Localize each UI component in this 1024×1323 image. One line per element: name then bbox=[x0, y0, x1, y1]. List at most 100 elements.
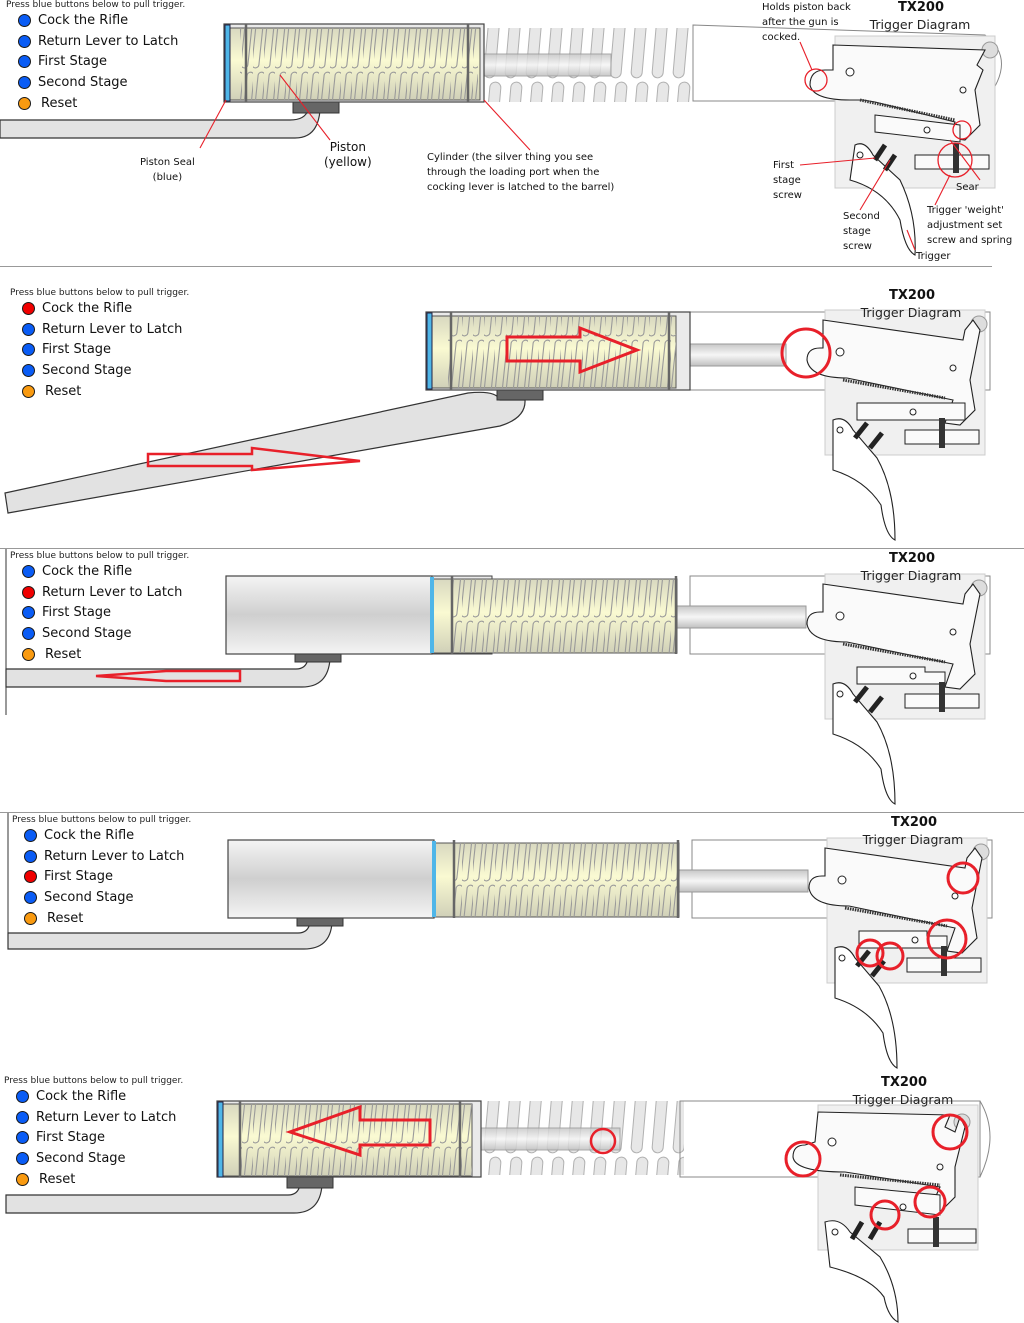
mechanism-diagram bbox=[4, 309, 991, 541]
trigger-assembly bbox=[806, 309, 988, 541]
second-stage-button[interactable]: Second Stage bbox=[4, 1148, 183, 1169]
status-dot-icon bbox=[16, 1089, 29, 1103]
status-dot-icon bbox=[18, 55, 31, 69]
label-second-stage-screw: Second stage screw bbox=[843, 211, 880, 252]
instruction-text: Press blue buttons below to pull trigger… bbox=[10, 551, 190, 561]
arrow-right-icon bbox=[505, 325, 642, 375]
trigger-subtitle: Trigger Diagram bbox=[869, 17, 971, 32]
divider bbox=[0, 812, 1024, 813]
arrow-right-icon bbox=[146, 446, 361, 472]
trigger-title: TX200 bbox=[880, 1075, 928, 1090]
trigger-subtitle: Trigger Diagram bbox=[862, 832, 964, 847]
lever-shoe bbox=[292, 100, 340, 114]
return-lever-button[interactable]: Return Lever to Latch bbox=[10, 319, 189, 340]
leader-lines bbox=[199, 41, 981, 251]
second-stage-button[interactable]: Second Stage bbox=[10, 360, 189, 381]
lever-shoe bbox=[286, 1175, 334, 1189]
panel-first-stage: Press blue buttons below to pull trigger… bbox=[0, 813, 1024, 1073]
cocking-lever bbox=[0, 109, 321, 139]
trigger-assembly bbox=[806, 573, 988, 805]
second-stage-button[interactable]: Second Stage bbox=[6, 72, 185, 93]
status-dot-icon bbox=[24, 870, 37, 884]
instruction-text: Press blue buttons below to pull trigger… bbox=[12, 815, 192, 825]
second-stage-highlight bbox=[869, 1199, 901, 1231]
status-dot-icon bbox=[22, 585, 35, 599]
button-list: Press blue buttons below to pull trigger… bbox=[6, 0, 185, 114]
status-dot-icon bbox=[22, 343, 35, 357]
status-dot-icon bbox=[18, 76, 31, 90]
first-stage-button[interactable]: First Stage bbox=[6, 52, 185, 73]
mechanism-diagram bbox=[7, 813, 993, 1069]
instruction-text: Press blue buttons below to pull trigger… bbox=[6, 0, 186, 10]
first-stage-highlight bbox=[855, 938, 885, 968]
status-dot-icon bbox=[22, 322, 35, 336]
label-sear: Sear bbox=[956, 182, 979, 193]
piston-seal bbox=[432, 841, 436, 917]
status-dot-icon bbox=[22, 364, 35, 378]
trigger-title: TX200 bbox=[890, 815, 938, 830]
reset-button[interactable]: Reset bbox=[12, 908, 191, 929]
label-first-stage-screw: First stage screw bbox=[773, 160, 802, 201]
cocking-lever bbox=[4, 391, 526, 514]
latch-highlight bbox=[804, 68, 828, 92]
first-stage-button[interactable]: First Stage bbox=[12, 867, 191, 888]
piston-seal bbox=[430, 577, 434, 653]
cock-rifle-button[interactable]: Cock the Rifle bbox=[12, 825, 191, 846]
piston-rod bbox=[675, 343, 787, 367]
status-dot-icon bbox=[18, 34, 31, 48]
piston-seal bbox=[217, 1101, 224, 1178]
trigger-subtitle: Trigger Diagram bbox=[860, 305, 962, 320]
mechanism-diagram bbox=[5, 1100, 991, 1323]
status-dot-icon bbox=[18, 13, 31, 27]
status-dot-icon bbox=[24, 912, 37, 926]
cock-rifle-button[interactable]: Cock the Rifle bbox=[10, 298, 189, 319]
return-lever-button[interactable]: Return Lever to Latch bbox=[12, 846, 191, 867]
reset-button[interactable]: Reset bbox=[6, 93, 185, 114]
status-dot-icon bbox=[24, 891, 37, 905]
second-stage-button[interactable]: Second Stage bbox=[12, 887, 191, 908]
latch-highlight bbox=[780, 327, 832, 379]
button-list: Press blue buttons below to pull trigger… bbox=[10, 288, 189, 402]
trigger-title: TX200 bbox=[888, 551, 936, 566]
cock-rifle-button[interactable]: Cock the Rifle bbox=[4, 1086, 183, 1107]
cock-rifle-button[interactable]: Cock the Rifle bbox=[10, 561, 189, 582]
trigger-assembly bbox=[792, 1104, 979, 1323]
piston-rod bbox=[677, 869, 809, 893]
return-lever-button[interactable]: Return Lever to Latch bbox=[4, 1107, 183, 1128]
piston-rod bbox=[475, 53, 612, 77]
piston-seal bbox=[224, 24, 231, 102]
label-holds-piston: Holds piston back after the gun is cocke… bbox=[762, 2, 851, 43]
trigger-subtitle: Trigger Diagram bbox=[860, 568, 962, 583]
mechanism-diagram bbox=[0, 23, 1002, 256]
first-stage-button[interactable]: First Stage bbox=[10, 603, 189, 624]
status-dot-icon bbox=[22, 301, 35, 315]
trigger-assembly bbox=[808, 837, 990, 1069]
label-weight-screw: Trigger 'weight' adjustment set screw an… bbox=[927, 205, 1013, 246]
sear-engagement-highlight bbox=[926, 918, 968, 960]
instruction-text: Press blue buttons below to pull trigger… bbox=[4, 1076, 184, 1086]
button-list: Press blue buttons below to pull trigger… bbox=[10, 551, 189, 665]
sear-engagement-highlight bbox=[913, 1185, 947, 1219]
status-dot-icon bbox=[18, 97, 31, 111]
status-dot-icon bbox=[22, 606, 35, 620]
status-dot-icon bbox=[22, 564, 35, 578]
trigger-subtitle: Trigger Diagram bbox=[852, 1092, 954, 1107]
status-dot-icon bbox=[16, 1152, 29, 1166]
reset-button[interactable]: Reset bbox=[10, 644, 189, 665]
button-list: Press blue buttons below to pull trigger… bbox=[4, 1076, 183, 1190]
panel-second-stage: Press blue buttons below to pull trigger… bbox=[0, 1075, 1024, 1323]
first-stage-button[interactable]: First Stage bbox=[10, 340, 189, 361]
reset-button[interactable]: Reset bbox=[4, 1169, 183, 1190]
first-stage-button[interactable]: First Stage bbox=[4, 1128, 183, 1149]
return-lever-button[interactable]: Return Lever to Latch bbox=[6, 31, 185, 52]
cock-rifle-button[interactable]: Cock the Rifle bbox=[6, 10, 185, 31]
return-lever-button[interactable]: Return Lever to Latch bbox=[10, 582, 189, 603]
label-cylinder: Cylinder (the silver thing you see throu… bbox=[427, 152, 615, 193]
button-list: Press blue buttons below to pull trigger… bbox=[12, 815, 191, 929]
label-trigger: Trigger bbox=[916, 251, 951, 262]
second-stage-button[interactable]: Second Stage bbox=[10, 623, 189, 644]
piston-rod bbox=[675, 605, 807, 629]
mechanism-diagram bbox=[5, 549, 991, 805]
panel-return-lever: Press blue buttons below to pull trigger… bbox=[0, 549, 1024, 813]
reset-button[interactable]: Reset bbox=[10, 381, 189, 402]
